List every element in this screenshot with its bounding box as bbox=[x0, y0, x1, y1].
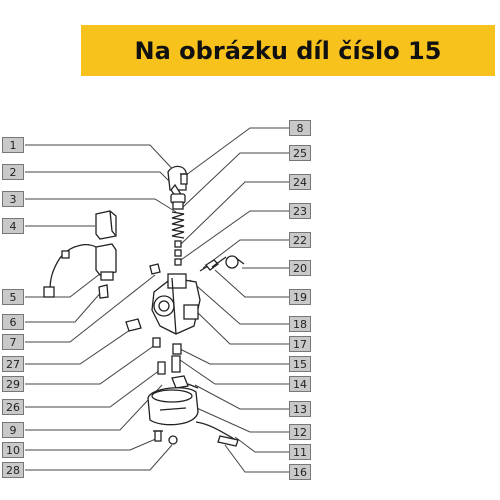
part-label-25: 25 bbox=[289, 145, 311, 161]
leader-line-7 bbox=[25, 274, 156, 343]
clip-part bbox=[98, 284, 109, 299]
leader-line-2 bbox=[25, 171, 179, 191]
part-label-6: 6 bbox=[2, 314, 24, 330]
leader-line-27 bbox=[25, 329, 131, 365]
part-label-20: 20 bbox=[289, 260, 311, 276]
leader-line-19 bbox=[214, 269, 290, 298]
needle-part bbox=[174, 240, 182, 266]
leader-line-8 bbox=[181, 127, 290, 179]
leader-line-5 bbox=[25, 269, 106, 298]
part-label-18: 18 bbox=[289, 316, 311, 332]
leader-line-15 bbox=[177, 347, 290, 365]
part-label-13: 13 bbox=[289, 401, 311, 417]
leader-line-14 bbox=[179, 359, 290, 385]
part-label-10: 10 bbox=[2, 442, 24, 458]
leader-line-16 bbox=[224, 444, 290, 473]
leader-line-10 bbox=[25, 437, 159, 451]
part-label-4: 4 bbox=[2, 218, 24, 234]
leader-line-11 bbox=[234, 436, 290, 453]
title-banner: Na obrázku díl číslo 15 bbox=[81, 25, 495, 76]
part-label-2: 2 bbox=[2, 164, 24, 180]
part-label-24: 24 bbox=[289, 174, 311, 190]
bracket-part bbox=[125, 318, 142, 332]
part-label-23: 23 bbox=[289, 203, 311, 219]
carburetor-body-part bbox=[151, 273, 201, 335]
part-label-22: 22 bbox=[289, 232, 311, 248]
part-label-26: 26 bbox=[2, 399, 24, 415]
part-label-17: 17 bbox=[289, 336, 311, 352]
part-label-7: 7 bbox=[2, 334, 24, 350]
part-label-8: 8 bbox=[289, 120, 311, 136]
bowl-screw-part bbox=[153, 430, 163, 442]
part-label-11: 11 bbox=[289, 444, 311, 460]
spring-part bbox=[171, 211, 185, 239]
jet-part-29 bbox=[152, 337, 161, 348]
wire-connector-part bbox=[43, 244, 101, 298]
idle-screw-part bbox=[211, 255, 245, 269]
leader-line-6 bbox=[25, 289, 104, 323]
drain-tube-part bbox=[195, 421, 239, 447]
part-label-16: 16 bbox=[289, 464, 311, 480]
cap-part bbox=[170, 193, 186, 210]
part-label-19: 19 bbox=[289, 289, 311, 305]
leader-line-13 bbox=[194, 384, 290, 410]
drain-screw-part bbox=[168, 435, 178, 445]
leader-line-17 bbox=[194, 309, 290, 345]
part-label-5: 5 bbox=[2, 289, 24, 305]
leader-line-1 bbox=[25, 144, 179, 176]
part-label-3: 3 bbox=[2, 191, 24, 207]
banner-title: Na obrázku díl číslo 15 bbox=[134, 36, 442, 65]
part-label-27: 27 bbox=[2, 356, 24, 372]
choke-cover-part bbox=[95, 210, 117, 240]
part-label-28: 28 bbox=[2, 462, 24, 478]
float-bowl-part bbox=[147, 387, 199, 426]
nut-part bbox=[149, 263, 161, 275]
leader-line-25 bbox=[181, 152, 290, 209]
small-screw-part bbox=[180, 173, 188, 185]
leader-line-26 bbox=[25, 369, 161, 408]
leader-line-24 bbox=[179, 181, 290, 246]
part-label-9: 9 bbox=[2, 422, 24, 438]
leader-line-22 bbox=[202, 239, 290, 269]
leader-line-23 bbox=[177, 210, 290, 263]
jet-part-26 bbox=[157, 361, 166, 375]
leader-line-29 bbox=[25, 344, 156, 385]
leader-line-28 bbox=[25, 444, 173, 471]
jet-part-14 bbox=[171, 355, 181, 373]
float-part bbox=[171, 375, 199, 389]
part-label-12: 12 bbox=[289, 424, 311, 440]
jet-part-15 bbox=[172, 343, 182, 355]
leader-line-3 bbox=[25, 198, 177, 213]
part-label-1: 1 bbox=[2, 137, 24, 153]
leader-line-18 bbox=[189, 279, 290, 325]
part-label-15: 15 bbox=[289, 356, 311, 372]
part-label-29: 29 bbox=[2, 376, 24, 392]
leader-line-12 bbox=[189, 404, 290, 433]
part-label-14: 14 bbox=[289, 376, 311, 392]
choke-body-part bbox=[95, 243, 117, 281]
mixture-screw-part bbox=[199, 259, 219, 272]
